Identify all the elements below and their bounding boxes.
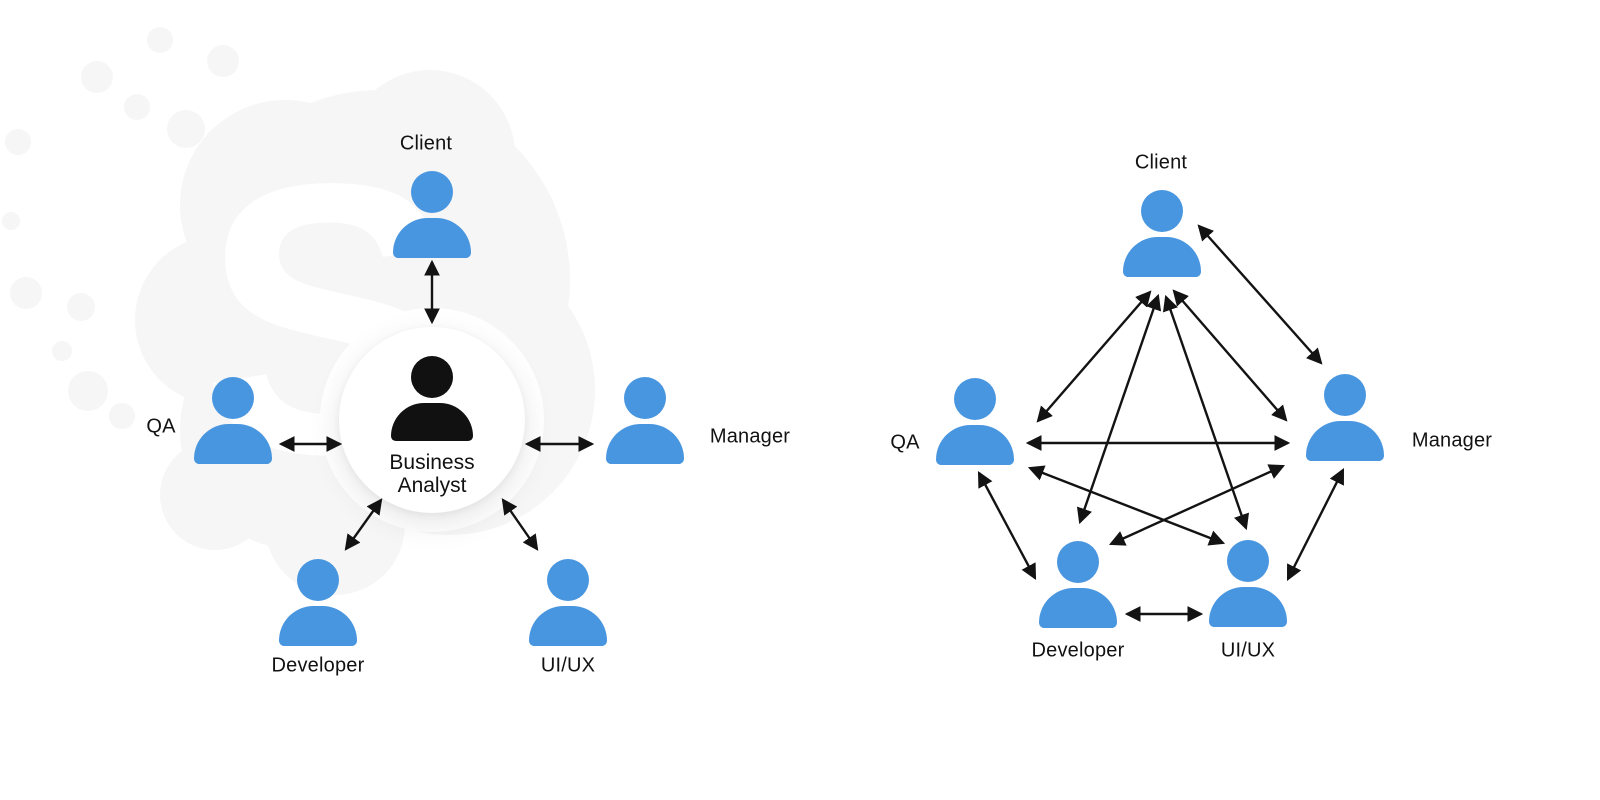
edge-client-uiux	[1162, 294, 1250, 531]
edge-ba-developer	[344, 498, 383, 551]
person-head	[297, 559, 339, 601]
person-head	[624, 377, 666, 419]
person-body	[1123, 237, 1201, 277]
right-uiux-label: UI/UX	[1220, 639, 1276, 662]
right-developer-label: Developer	[1031, 639, 1125, 662]
edge-client-manager-outer	[1197, 224, 1323, 365]
left-uiux-person-icon	[529, 559, 607, 646]
left-qa-person-icon	[194, 377, 272, 464]
right-manager-label: Manager	[1411, 429, 1493, 452]
right-client-label: Client	[1134, 151, 1188, 174]
person-body	[279, 606, 357, 646]
person-head	[411, 171, 453, 213]
edge-manager-uiux	[1286, 468, 1345, 581]
left-qa-label: QA	[146, 415, 176, 438]
edge-client-developer	[1076, 293, 1162, 525]
person-head	[411, 356, 453, 398]
person-body	[529, 606, 607, 646]
left-client-label: Client	[399, 132, 453, 155]
business-analyst-label-line1: Business	[389, 451, 475, 474]
person-body	[1306, 421, 1384, 461]
person-head	[954, 378, 996, 420]
person-body	[606, 424, 684, 464]
edge-ba-uiux	[501, 498, 539, 551]
person-body	[393, 218, 471, 258]
right-manager-person-icon	[1306, 374, 1384, 461]
person-body	[194, 424, 272, 464]
person-body	[1039, 588, 1117, 628]
person-head	[1227, 540, 1269, 582]
left-developer-person-icon	[279, 559, 357, 646]
person-head	[1141, 190, 1183, 232]
right-qa-person-icon	[936, 378, 1014, 465]
person-body	[391, 403, 473, 441]
edge-client-manager-inner	[1172, 289, 1288, 422]
edge-client-qa	[1036, 290, 1152, 423]
right-qa-label: QA	[890, 431, 920, 454]
edge-qa-developer	[977, 471, 1037, 580]
left-client-person-icon	[393, 171, 471, 258]
person-head	[212, 377, 254, 419]
left-manager-person-icon	[606, 377, 684, 464]
person-head	[547, 559, 589, 601]
left-uiux-label: UI/UX	[540, 654, 596, 677]
person-head	[1057, 541, 1099, 583]
business-analyst-label: Business Analyst	[389, 451, 474, 497]
business-analyst-label-line2: Analyst	[397, 474, 467, 497]
business-analyst-person-icon	[391, 356, 473, 441]
right-client-person-icon	[1123, 190, 1201, 277]
right-developer-person-icon	[1039, 541, 1117, 628]
right-uiux-person-icon	[1209, 540, 1287, 627]
person-body	[1209, 587, 1287, 627]
left-manager-label: Manager	[709, 425, 791, 448]
person-body	[936, 425, 1014, 465]
person-head	[1324, 374, 1366, 416]
left-developer-label: Developer	[271, 654, 365, 677]
edge-manager-developer	[1108, 464, 1286, 546]
